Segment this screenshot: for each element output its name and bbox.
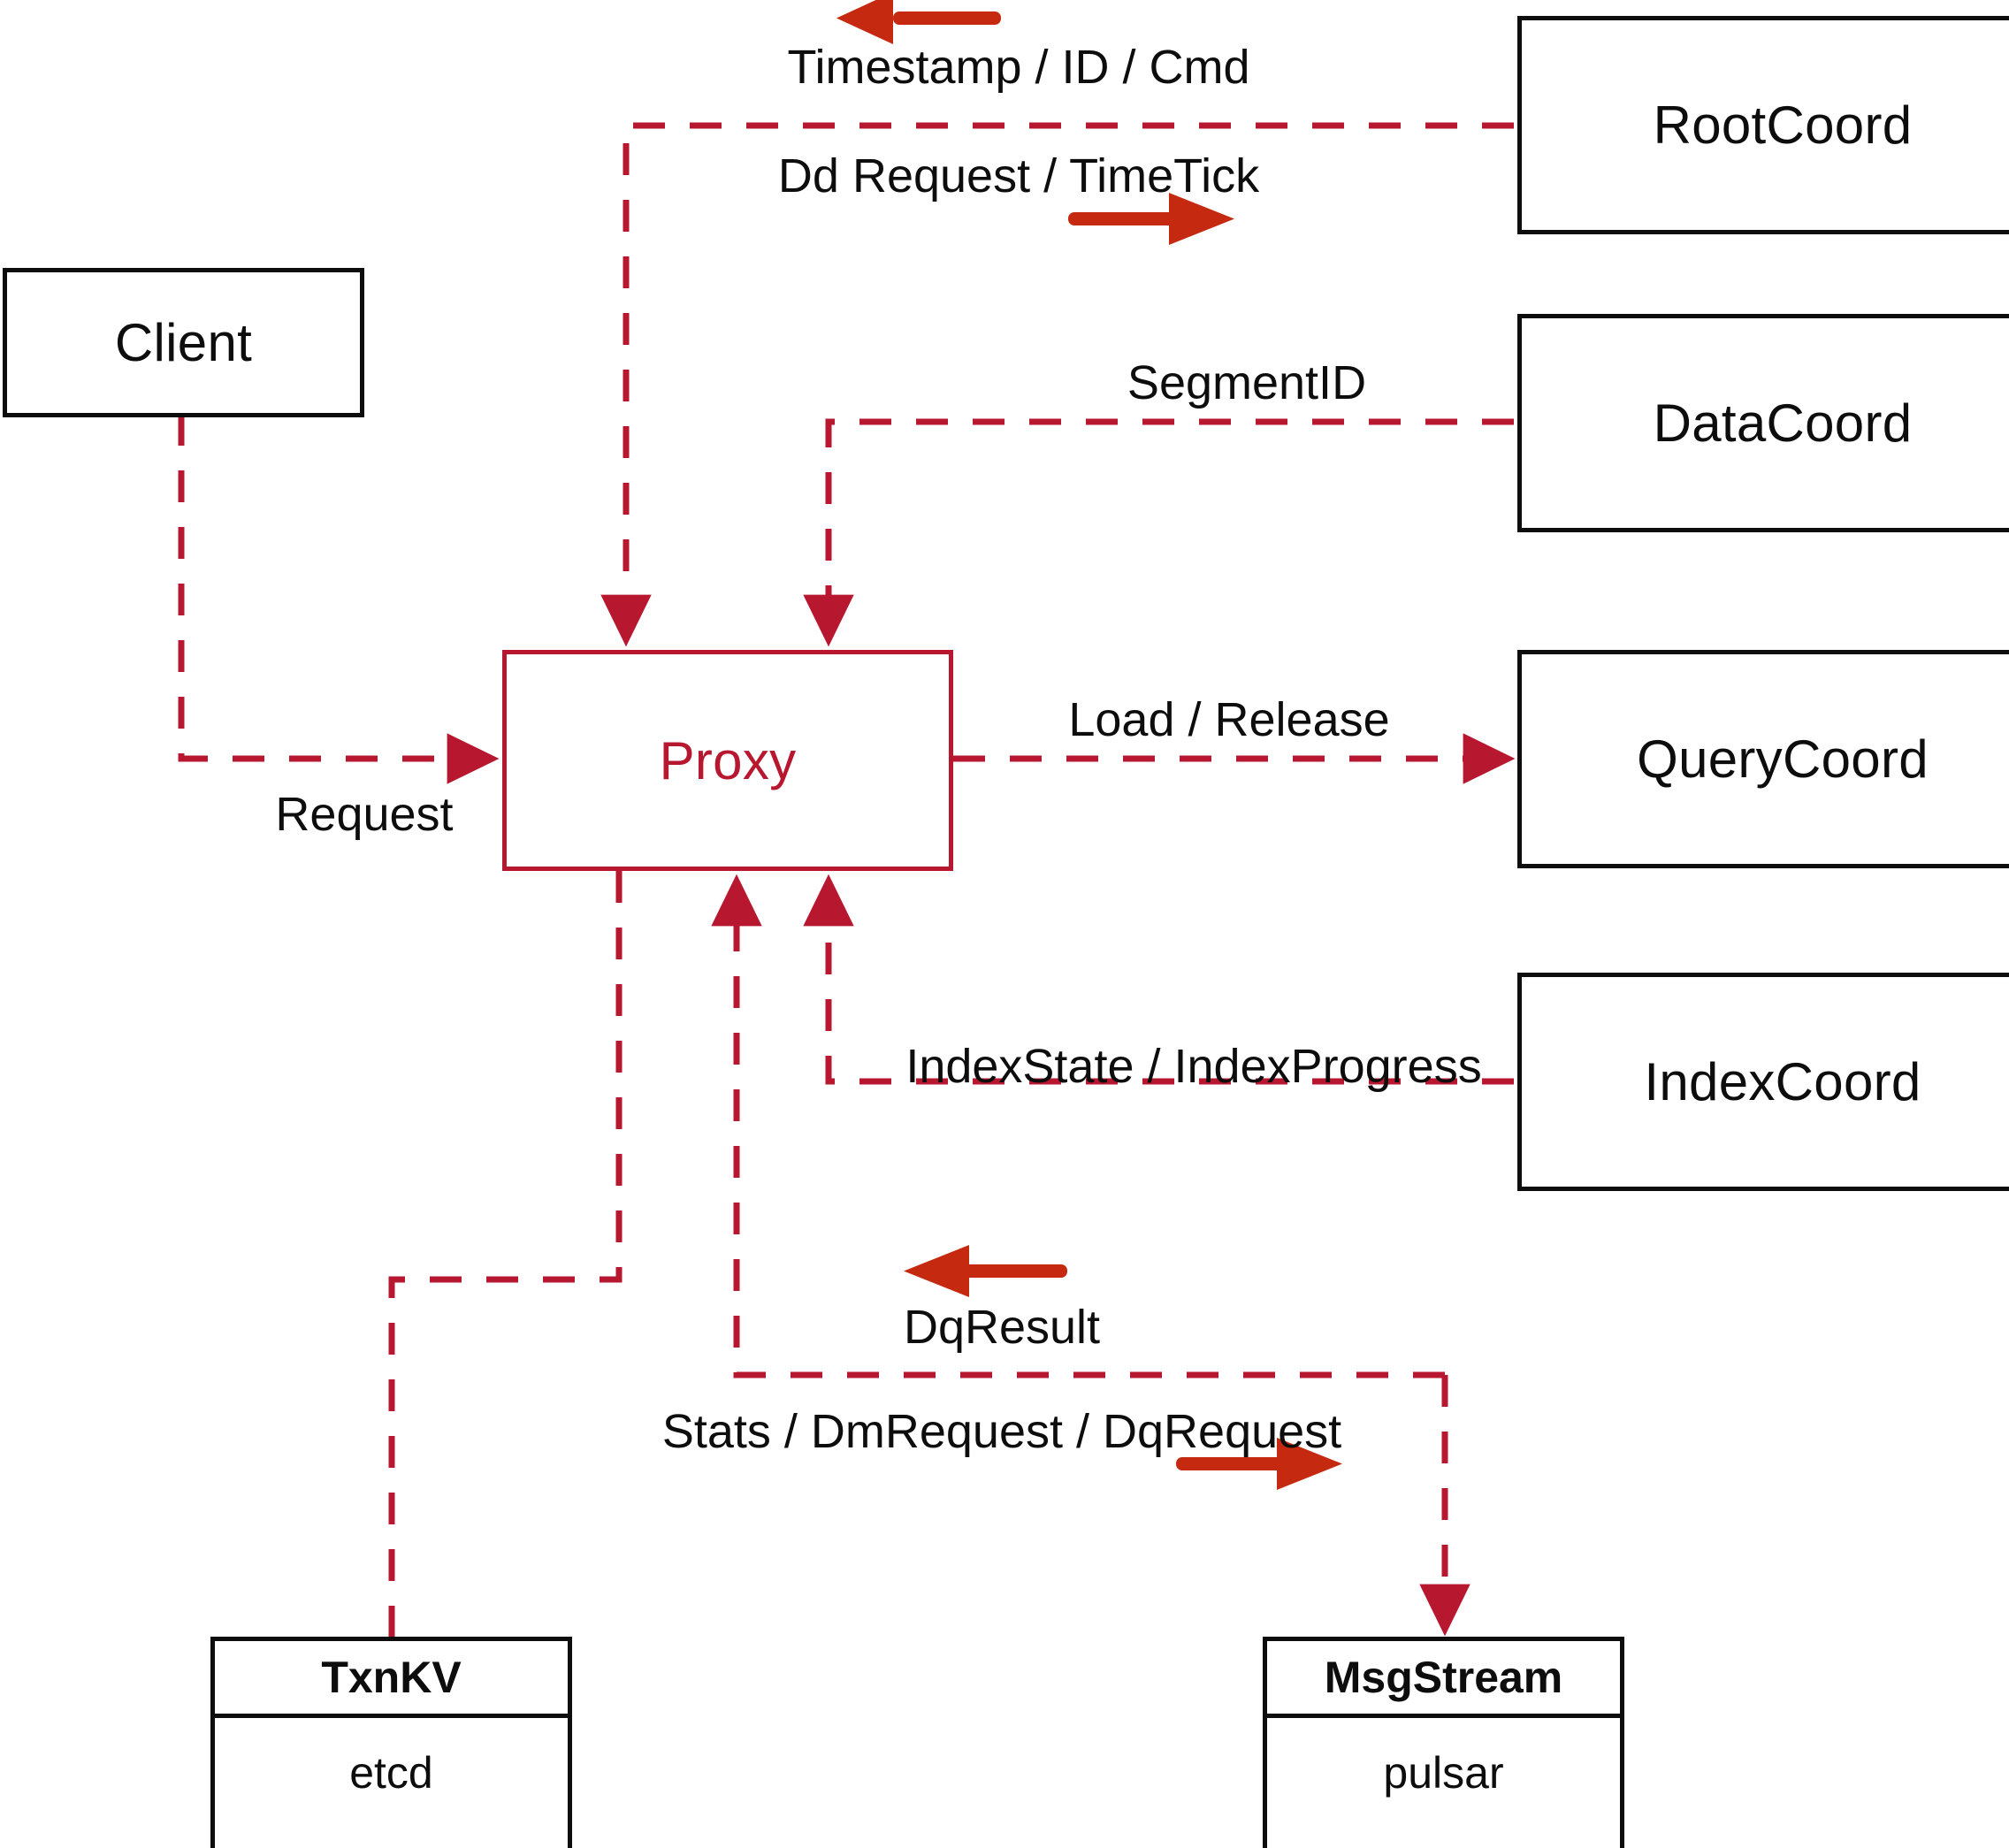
node-msgstream-body: pulsar <box>1383 1747 1504 1798</box>
node-client[interactable]: Client <box>3 268 364 417</box>
node-indexcoord-label: IndexCoord <box>1644 1052 1921 1111</box>
wire-dq-result <box>711 874 1445 1378</box>
arrow-timestamp-id-cmd-icon <box>836 0 1001 44</box>
node-client-label: Client <box>114 313 253 372</box>
wire-txnkv <box>388 871 623 1637</box>
node-rootcoord-label: RootCoord <box>1653 95 1913 155</box>
wire-timestamp-id-cmd <box>600 122 1514 647</box>
arrow-dq-result-icon <box>904 1245 1067 1297</box>
edge-label-timestamp-id-cmd: Timestamp / ID / Cmd <box>787 41 1250 94</box>
node-indexcoord[interactable]: IndexCoord <box>1517 973 2009 1191</box>
node-querycoord-label: QueryCoord <box>1637 729 1929 789</box>
node-querycoord[interactable]: QueryCoord <box>1517 650 2009 868</box>
edge-label-load-release: Load / Release <box>1068 693 1390 746</box>
node-msgstream[interactable]: MsgStream pulsar <box>1263 1637 1624 1848</box>
edge-label-segmentid: SegmentID <box>1127 356 1367 409</box>
arrow-stats-dm-dq-icon <box>1176 1438 1342 1490</box>
node-rootcoord[interactable]: RootCoord <box>1517 16 2009 234</box>
edge-label-stats-dm-dq: Stats / DmRequest / DqRequest <box>661 1405 1342 1458</box>
node-txnkv-body: etcd <box>349 1747 433 1798</box>
node-msgstream-header: MsgStream <box>1267 1641 1620 1718</box>
wire-segmentid <box>803 418 1514 647</box>
node-datacoord[interactable]: DataCoord <box>1517 314 2009 532</box>
node-txnkv[interactable]: TxnKV etcd <box>210 1637 572 1848</box>
edge-label-index-state: IndexState / IndexProgress <box>905 1040 1482 1093</box>
node-txnkv-header: TxnKV <box>215 1641 568 1718</box>
node-proxy[interactable]: Proxy <box>502 650 953 871</box>
node-proxy-label: Proxy <box>659 730 797 790</box>
edge-label-dd-request: Dd Request / TimeTick <box>777 149 1260 202</box>
edge-label-dq-result: DqResult <box>903 1301 1101 1354</box>
wire-index-state <box>803 874 1514 1085</box>
arrow-dd-request-icon <box>1068 193 1234 245</box>
wire-request <box>178 414 500 784</box>
edge-label-request: Request <box>275 788 454 841</box>
node-datacoord-label: DataCoord <box>1653 393 1913 453</box>
